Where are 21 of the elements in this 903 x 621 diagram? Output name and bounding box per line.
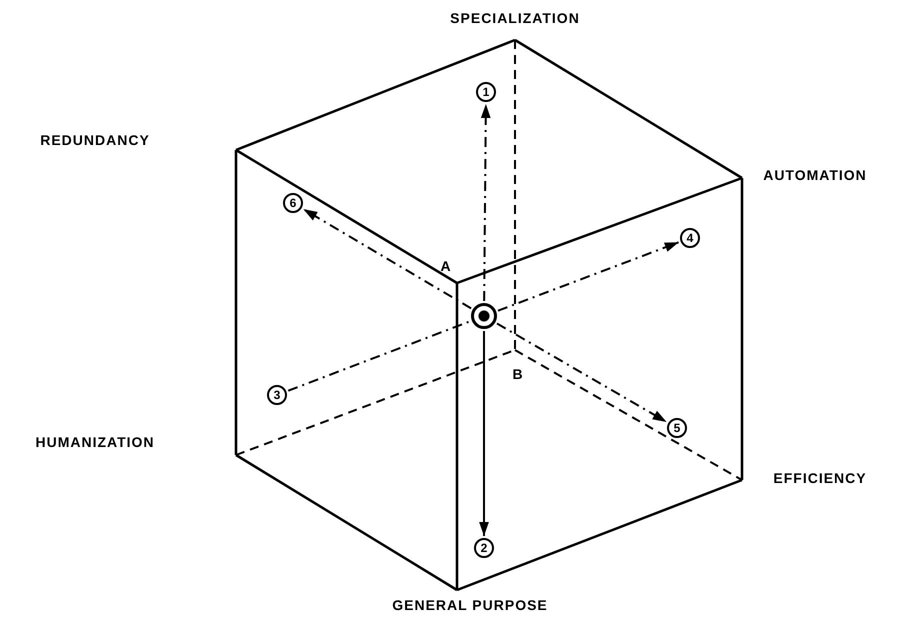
numbered-circle: 2 <box>474 538 494 558</box>
axis-label: HUMANIZATION <box>35 434 155 450</box>
arrow <box>498 241 680 312</box>
numbered-circle: 3 <box>267 385 287 405</box>
point-label: B <box>512 366 524 382</box>
arrow <box>302 208 472 310</box>
numbered-circle: 6 <box>283 193 303 213</box>
arrow <box>479 331 489 536</box>
axis-label: REDUNDANCY <box>40 132 150 148</box>
axis-label: AUTOMATION <box>763 167 867 183</box>
numbered-circle: 4 <box>680 228 700 248</box>
axis-label: GENERAL PURPOSE <box>392 597 548 613</box>
axis-label: EFFICIENCY <box>773 470 867 486</box>
connector-line <box>288 320 470 392</box>
center-point <box>471 303 497 329</box>
arrow <box>496 322 668 423</box>
point-label: A <box>440 258 452 274</box>
numbered-circle: 1 <box>476 82 496 102</box>
numbered-circle: 5 <box>667 418 687 438</box>
arrow <box>480 104 491 301</box>
axis-label: SPECIALIZATION <box>450 10 580 26</box>
